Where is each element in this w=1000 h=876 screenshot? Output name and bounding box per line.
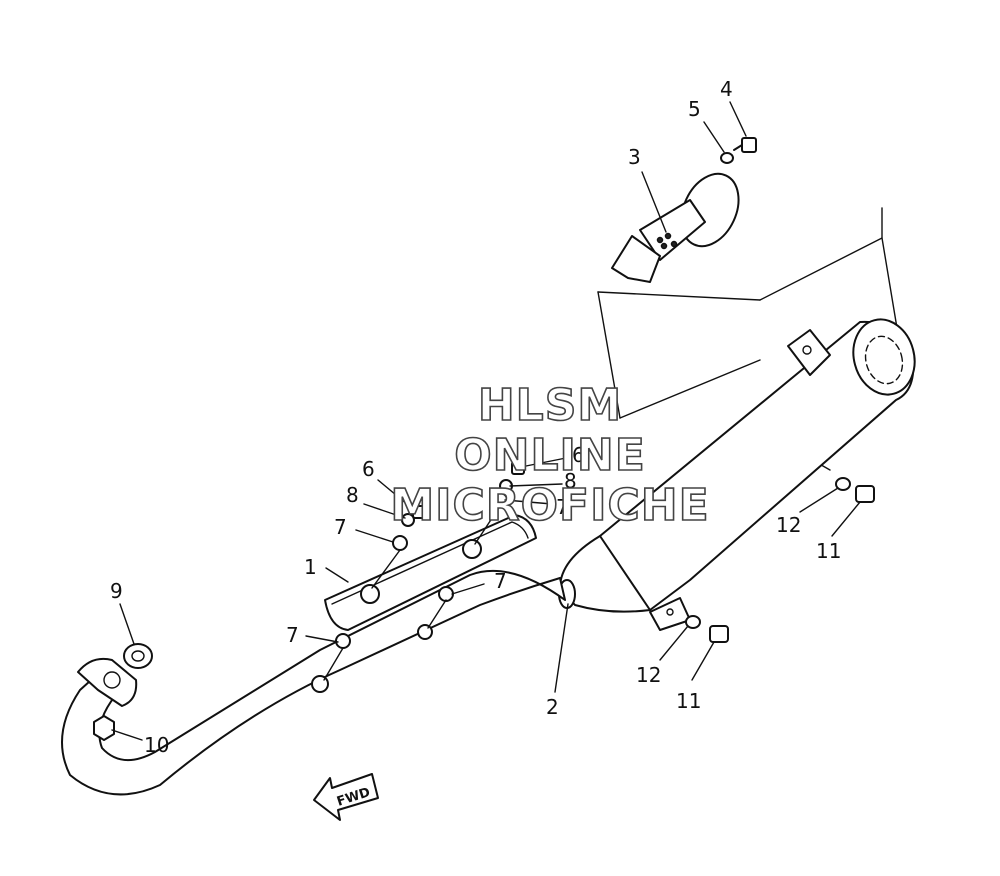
callout-5: 5 [688,97,701,121]
callout-11b: 11 [676,689,701,713]
watermark-line-2: ONLINE [453,430,646,481]
callout-3: 3 [628,145,641,169]
callout-12a: 12 [776,513,801,537]
callout-labels: 1 2 3 4 5 6 6 7 7 7 7 8 8 9 10 11 11 12 … [110,77,841,757]
leader-lines [111,101,861,741]
callout-7c: 7 [494,569,507,593]
forward-direction-arrow: FWD [313,773,379,821]
fasteners [93,137,875,741]
spark-arrester [611,172,740,283]
callout-8a: 8 [346,483,359,507]
watermark-line-1: HLSM [477,380,623,431]
callout-6b: 6 [572,443,585,467]
callout-1: 1 [304,555,317,579]
callout-7b: 7 [556,495,569,519]
callout-8b: 8 [564,469,577,493]
heat-protector [324,514,537,631]
callout-7a: 7 [334,515,347,539]
callout-11a: 11 [816,539,841,563]
exhaust-pipe-muffler [61,318,916,796]
watermark-line-3: MICROFICHE [390,480,710,531]
callout-9: 9 [110,579,123,603]
callout-10: 10 [144,733,169,757]
callout-7d: 7 [286,623,299,647]
callout-12b: 12 [636,663,661,687]
callout-4: 4 [720,77,733,101]
callout-2: 2 [546,695,559,719]
callout-6a: 6 [362,457,375,481]
